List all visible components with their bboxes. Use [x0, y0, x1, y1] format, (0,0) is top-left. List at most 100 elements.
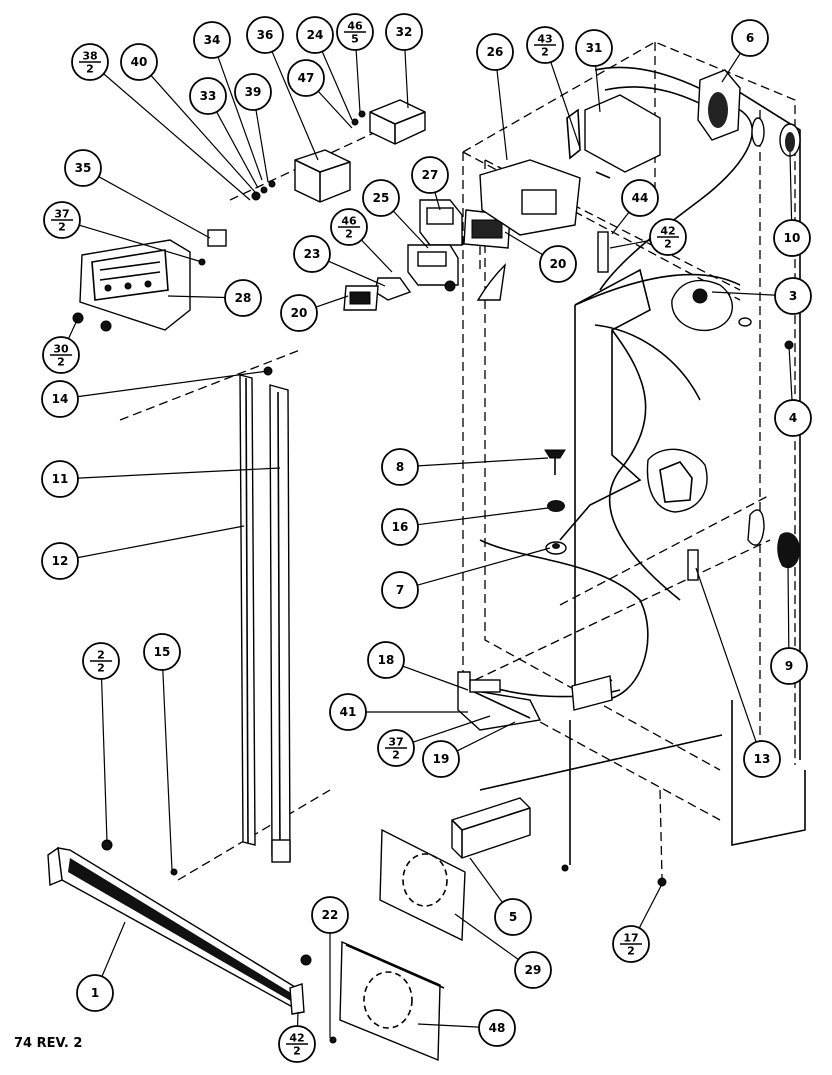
- callout-number: 48: [489, 1021, 506, 1035]
- callout-quantity: 2: [392, 749, 400, 762]
- callout-c-36: 36: [246, 16, 284, 54]
- callout-number: 14: [52, 392, 69, 406]
- callout-number: 29: [525, 963, 542, 977]
- callout-number: 19: [433, 752, 450, 766]
- leader-c-15: [162, 669, 173, 871]
- callout-number: 38: [82, 50, 97, 63]
- leader-c-1: [101, 921, 126, 977]
- callout-number: 6: [746, 31, 754, 45]
- leader-c-20a: [315, 295, 349, 308]
- control-panel-28: [72, 239, 191, 332]
- callout-c-5: 5: [494, 898, 532, 936]
- callout-number: 20: [291, 306, 308, 320]
- callout-c-35: 35: [64, 149, 102, 187]
- callout-number: 36: [257, 28, 274, 42]
- leader-c-37-2b: [412, 715, 491, 743]
- leader-c-32: [404, 49, 409, 109]
- leader-c-4: [788, 345, 793, 401]
- callout-number: 4: [789, 411, 797, 425]
- callout-number: 8: [396, 460, 404, 474]
- callout-number: 23: [304, 247, 321, 261]
- callout-c-37-2b: 372: [377, 729, 415, 767]
- callout-number: 34: [204, 33, 221, 47]
- leader-c-27: [434, 192, 441, 211]
- callout-c-26: 26: [476, 33, 514, 71]
- callout-number: 17: [623, 932, 638, 945]
- callout-c-38-2: 382: [71, 43, 109, 81]
- callout-quantity: 2: [664, 238, 672, 251]
- callout-c-48: 48: [478, 1009, 516, 1047]
- callout-quantity: 2: [541, 46, 549, 59]
- leader-c-28: [167, 295, 226, 299]
- callout-c-22: 22: [311, 896, 349, 934]
- callout-c-6: 6: [731, 19, 769, 57]
- callout-c-25: 25: [362, 179, 400, 217]
- callout-c-39: 39: [234, 73, 272, 111]
- callout-c-27: 27: [411, 156, 449, 194]
- callout-c-11: 11: [41, 460, 79, 498]
- leader-c-29: [454, 913, 519, 960]
- callout-c-37-2a: 372: [43, 201, 81, 239]
- leader-c-33: [216, 111, 259, 189]
- callout-c-42-2a: 422: [649, 218, 687, 256]
- leader-c-18: [402, 665, 469, 691]
- leader-c-30-2: [67, 317, 79, 339]
- callout-number: 18: [378, 653, 395, 667]
- callout-number: 31: [586, 41, 603, 55]
- callout-c-43-2: 432: [526, 26, 564, 64]
- leader-c-42-2a: [609, 239, 651, 249]
- callout-number: 30: [53, 343, 69, 356]
- control-housing-group: [198, 99, 426, 266]
- damper-assembly: [343, 199, 511, 311]
- callout-number: 16: [392, 520, 409, 534]
- leader-c-9: [787, 564, 790, 649]
- callout-c-7: 7: [381, 571, 419, 609]
- callout-number: 47: [298, 71, 315, 85]
- base-grille-1: [47, 839, 312, 1015]
- callout-c-42-2b: 422: [278, 1025, 316, 1063]
- callout-c-19: 19: [422, 740, 460, 778]
- leader-c-19: [456, 721, 516, 752]
- callout-number: 7: [396, 583, 404, 597]
- leader-c-10: [789, 151, 793, 221]
- leader-c-11: [77, 467, 281, 479]
- callout-number: 42: [289, 1032, 304, 1045]
- callout-number: 27: [422, 168, 439, 182]
- callout-number: 42: [660, 225, 675, 238]
- callout-c-14: 14: [41, 380, 79, 418]
- callout-quantity: 2: [97, 662, 105, 675]
- callout-c-32: 32: [385, 13, 423, 51]
- light-switch-group: [671, 69, 801, 350]
- leader-lines: [67, 49, 793, 1038]
- callout-number: 15: [154, 645, 171, 659]
- breaker-strips: [239, 366, 291, 863]
- leader-c-24: [321, 51, 353, 121]
- callout-number: 32: [396, 25, 413, 39]
- leader-c-46-2: [361, 239, 393, 273]
- callout-number: 33: [200, 89, 217, 103]
- callout-number: 1: [91, 986, 99, 1000]
- callout-c-23: 23: [293, 235, 331, 273]
- leader-c-34: [217, 56, 263, 181]
- callout-number: 46: [341, 215, 357, 228]
- drain-hardware: [544, 449, 567, 555]
- callout-c-16: 16: [381, 508, 419, 546]
- callout-c-17-2: 172: [612, 925, 650, 963]
- leader-c-39: [255, 109, 269, 183]
- leader-c-13: [695, 567, 757, 743]
- callout-c-12: 12: [41, 542, 79, 580]
- callout-number: 11: [52, 472, 69, 486]
- callout-number: 37: [388, 736, 403, 749]
- callout-number: 25: [373, 191, 390, 205]
- revision-label: 74 REV. 2: [14, 1036, 83, 1051]
- bottom-hinge-bracket: [457, 671, 613, 731]
- leader-c-6: [721, 52, 741, 83]
- callout-number: 26: [487, 45, 504, 59]
- callout-number: 2: [97, 649, 105, 662]
- callout-number: 37: [54, 208, 69, 221]
- leader-c-35: [98, 176, 211, 239]
- callout-number: 24: [307, 28, 324, 42]
- callout-c-8: 8: [381, 448, 419, 486]
- callout-quantity: 2: [345, 228, 353, 241]
